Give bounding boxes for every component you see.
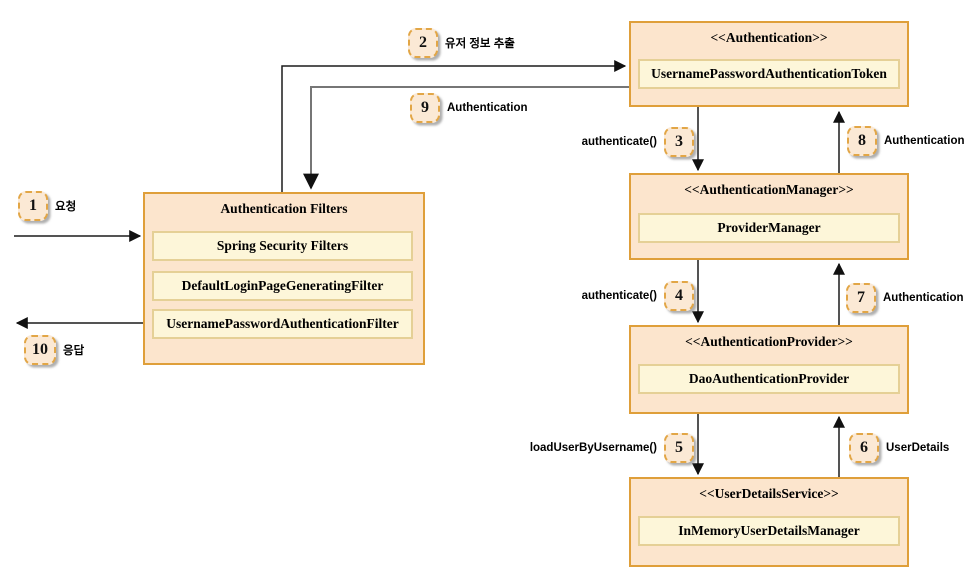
- step-4: authenticate() 4: [582, 280, 694, 312]
- step-5-badge: 5: [664, 433, 694, 463]
- implementation-box: UsernamePasswordAuthenticationToken: [638, 59, 900, 89]
- step-1: 1 요청: [18, 190, 76, 222]
- step-8-label: Authentication: [884, 135, 965, 147]
- step-5-label: loadUserByUsername(): [529, 442, 657, 454]
- step-3-badge: 3: [664, 127, 694, 157]
- step-2-badge: 2: [408, 28, 438, 58]
- stereotype-title: <<AuthenticationManager>>: [684, 182, 854, 197]
- arrow-step-9: [303, 86, 629, 190]
- filter-item-default-login-page-generating-filter: DefaultLoginPageGeneratingFilter: [152, 271, 413, 301]
- authentication-manager-box: <<AuthenticationManager>> ProviderManage…: [629, 173, 909, 260]
- step-9-badge: 9: [410, 93, 440, 123]
- step-1-badge: 1: [18, 191, 48, 221]
- stereotype-title: <<Authentication>>: [710, 30, 828, 45]
- implementation-box: DaoAuthenticationProvider: [638, 364, 900, 394]
- step-3-label: authenticate(): [581, 136, 657, 148]
- filter-item-spring-security-filters: Spring Security Filters: [152, 231, 413, 261]
- step-4-badge: 4: [664, 281, 694, 311]
- step-4-label: authenticate(): [581, 290, 657, 302]
- stereotype-title: <<UserDetailsService>>: [699, 486, 839, 501]
- step-10-label: 응답: [63, 345, 85, 357]
- step-6: 6 UserDetails: [849, 432, 949, 464]
- implementation-box: ProviderManager: [638, 213, 900, 243]
- filters-title: Authentication Filters: [220, 201, 348, 216]
- step-9-label: Authentication: [447, 102, 528, 114]
- step-9: 9 Authentication: [410, 92, 528, 124]
- step-6-label: UserDetails: [886, 442, 950, 454]
- user-details-service-box: <<UserDetailsService>> InMemoryUserDetai…: [629, 477, 909, 567]
- authentication-provider-box: <<AuthenticationProvider>> DaoAuthentica…: [629, 325, 909, 414]
- step-8-badge: 8: [847, 126, 877, 156]
- filter-item-username-password-authentication-filter: UsernamePasswordAuthenticationFilter: [152, 309, 413, 339]
- step-10-badge: 10: [24, 335, 56, 365]
- step-7-label: Authentication: [883, 292, 964, 304]
- authentication-filters-box: Authentication Filters Spring Security F…: [143, 192, 425, 365]
- implementation-box: InMemoryUserDetailsManager: [638, 516, 900, 546]
- step-7: 7 Authentication: [846, 282, 964, 314]
- step-1-label: 요청: [55, 201, 77, 213]
- step-8: 8 Authentication: [847, 125, 965, 157]
- authentication-box: <<Authentication>> UsernamePasswordAuthe…: [629, 21, 909, 107]
- stereotype-title: <<AuthenticationProvider>>: [685, 334, 853, 349]
- step-10: 10 응답: [24, 334, 84, 366]
- step-5: loadUserByUsername() 5: [530, 432, 694, 464]
- step-3: authenticate() 3: [582, 126, 694, 158]
- step-6-badge: 6: [849, 433, 879, 463]
- arrow-step-2: [281, 60, 627, 192]
- step-7-badge: 7: [846, 283, 876, 313]
- step-2: 2 유저 정보 추출: [408, 27, 515, 59]
- step-2-label: 유저 정보 추출: [445, 38, 515, 50]
